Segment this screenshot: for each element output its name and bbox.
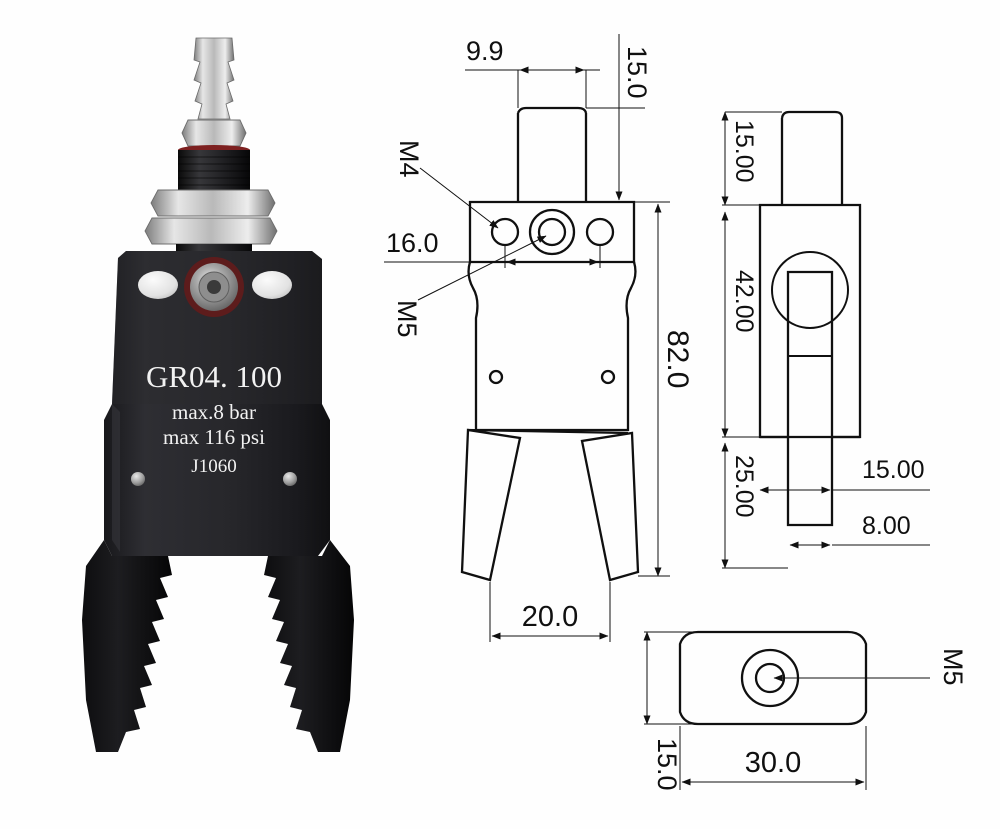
dim-label-overall-height: 82.0 — [661, 330, 694, 388]
dim-label-jaw-opening: 20.0 — [522, 601, 578, 633]
product-pressure-bar-label: max.8 bar — [172, 400, 256, 424]
callout-label-m4: M4 — [394, 140, 424, 178]
dim-side-body-width — [759, 440, 930, 498]
product-pressure-psi-label: max 116 psi — [163, 425, 265, 449]
dim-label-side-finger-height: 25.00 — [730, 455, 758, 518]
dim-overall-height — [638, 203, 670, 577]
dim-side-neck-height — [721, 111, 782, 206]
drawings-svg: 9.9 15.0 82.0 — [384, 34, 968, 791]
body-pin-right — [283, 472, 297, 486]
product-model-label: GR04. 100 — [146, 359, 282, 394]
dim-side-body-height — [721, 211, 760, 438]
dim-label-side-body-height: 42.00 — [730, 270, 758, 333]
dim-top-width — [679, 726, 867, 790]
dim-label-side-body-width: 15.00 — [862, 456, 925, 484]
dim-side-finger-height — [721, 442, 788, 569]
callout-label-m5: M5 — [392, 300, 422, 338]
dim-label-hole-spacing: 16.0 — [386, 228, 439, 258]
dim-neck-width — [465, 66, 600, 108]
upper-threaded-bushing — [178, 150, 250, 190]
gripper-jaw-right — [264, 540, 354, 752]
dim-label-side-finger-width: 8.00 — [862, 512, 911, 540]
dim-label-side-neck-height: 15.00 — [730, 120, 758, 183]
hose-barb-fitting — [193, 37, 235, 120]
technical-drawings: 9.9 15.0 82.0 — [370, 0, 1000, 829]
callout-m5-leader — [417, 235, 547, 301]
dim-label-top-width: 30.0 — [745, 747, 801, 779]
center-screw-fitting — [184, 257, 244, 317]
mounting-hole-right — [252, 271, 292, 299]
lower-hex-nut — [144, 217, 278, 245]
callout-m4-leader — [419, 167, 499, 229]
dim-jaw-opening — [489, 582, 611, 642]
product-photo: GR04. 100 max.8 bar max 116 psi J1060 — [0, 0, 370, 829]
product-serial-label: J1060 — [191, 456, 236, 477]
upper-hex-nut — [181, 119, 247, 147]
middle-hex-nut — [150, 189, 276, 217]
side-view-geometry — [758, 110, 862, 527]
mounting-hole-left — [138, 271, 178, 299]
front-view-geometry — [460, 106, 640, 582]
dim-neck-height — [586, 34, 670, 203]
top-callout-label-m5: M5 — [938, 648, 968, 686]
body-pin-left — [131, 472, 145, 486]
dim-top-depth — [643, 631, 700, 725]
gripper-jaw-left — [82, 540, 172, 752]
dim-label-neck-height: 15.0 — [622, 46, 652, 99]
dim-label-top-depth: 15.0 — [652, 738, 682, 791]
product-photo-svg: GR04. 100 max.8 bar max 116 psi J1060 — [82, 37, 354, 752]
dim-label-neck-width: 9.9 — [466, 36, 504, 66]
